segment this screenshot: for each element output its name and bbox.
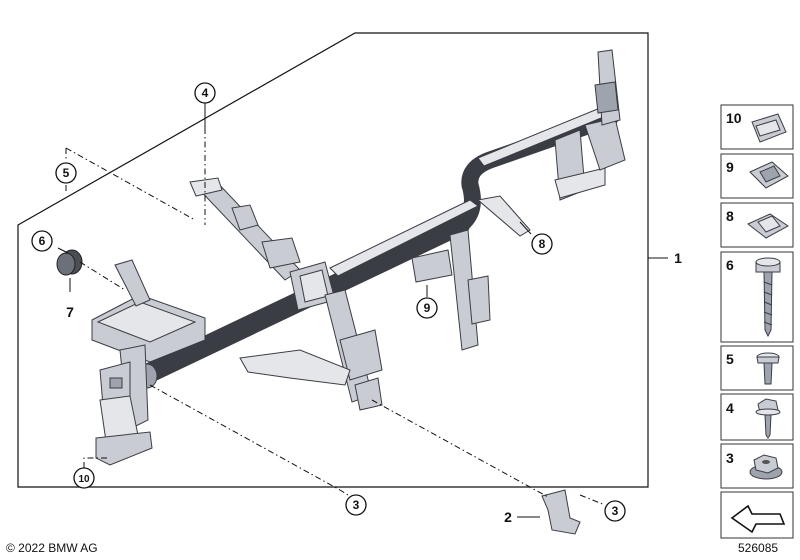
legend-item-6[interactable]: 6 <box>720 251 794 343</box>
legend-item-3[interactable]: 3 <box>720 443 794 489</box>
drawing-number: 526085 <box>738 541 779 555</box>
leader-8 <box>519 221 532 235</box>
legend-item-8[interactable]: 8 <box>720 202 794 248</box>
callout-8[interactable]: 8 <box>531 233 553 255</box>
svg-text:10: 10 <box>726 110 742 126</box>
svg-text:3: 3 <box>726 450 734 466</box>
legend-column: 10 9 8 6 5 <box>720 104 794 539</box>
callout-1[interactable]: 1 <box>674 250 682 266</box>
svg-text:3: 3 <box>612 504 619 518</box>
svg-text:4: 4 <box>202 86 209 100</box>
legend-item-10[interactable]: 10 <box>720 104 794 150</box>
svg-text:5: 5 <box>726 351 734 367</box>
svg-text:5: 5 <box>63 166 70 180</box>
svg-text:9: 9 <box>424 301 431 315</box>
right-vertical-strut <box>411 229 491 351</box>
rubber-buffer-part <box>56 249 83 276</box>
callout-2[interactable]: 2 <box>504 509 512 525</box>
callout-5[interactable]: 5 <box>55 162 77 184</box>
callout-6[interactable]: 6 <box>31 230 53 252</box>
assembly-frame <box>17 32 649 488</box>
dash-5 <box>65 147 196 221</box>
center-vertical-strut <box>239 289 383 411</box>
callout-7[interactable]: 7 <box>66 304 74 320</box>
svg-text:8: 8 <box>726 208 734 224</box>
dash-6 <box>79 261 126 291</box>
svg-text:8: 8 <box>539 237 546 251</box>
upper-left-strut <box>189 177 301 281</box>
svg-text:2: 2 <box>504 509 512 525</box>
callout-3-left[interactable]: 3 <box>345 494 367 516</box>
legend-item-9[interactable]: 9 <box>720 153 794 199</box>
svg-text:1: 1 <box>674 250 682 266</box>
right-bracket <box>476 49 626 237</box>
legend-item-5[interactable]: 5 <box>720 345 794 391</box>
legend-item-4[interactable]: 4 <box>720 393 794 441</box>
svg-text:9: 9 <box>726 159 734 175</box>
callout-10[interactable]: 10 <box>73 467 95 489</box>
legend-bracket-symbol <box>720 491 794 539</box>
callout-3-right[interactable]: 3 <box>604 500 626 522</box>
dash-3b <box>371 399 549 498</box>
svg-text:6: 6 <box>726 257 734 273</box>
callout-9[interactable]: 9 <box>416 297 438 319</box>
dash-10 <box>83 457 110 468</box>
center-mount <box>289 261 336 311</box>
part-2-bracket <box>541 489 581 535</box>
copyright-text: © 2022 BMW AG <box>6 541 98 555</box>
svg-text:4: 4 <box>726 400 734 416</box>
svg-text:10: 10 <box>78 474 90 485</box>
svg-text:7: 7 <box>66 304 74 320</box>
svg-text:3: 3 <box>353 498 360 512</box>
callout-4[interactable]: 4 <box>194 82 216 104</box>
leader-6 <box>57 247 69 254</box>
svg-text:6: 6 <box>39 234 46 248</box>
left-bracket-assembly <box>91 259 206 466</box>
dash-3a <box>149 384 349 496</box>
dash-3c <box>579 494 606 506</box>
